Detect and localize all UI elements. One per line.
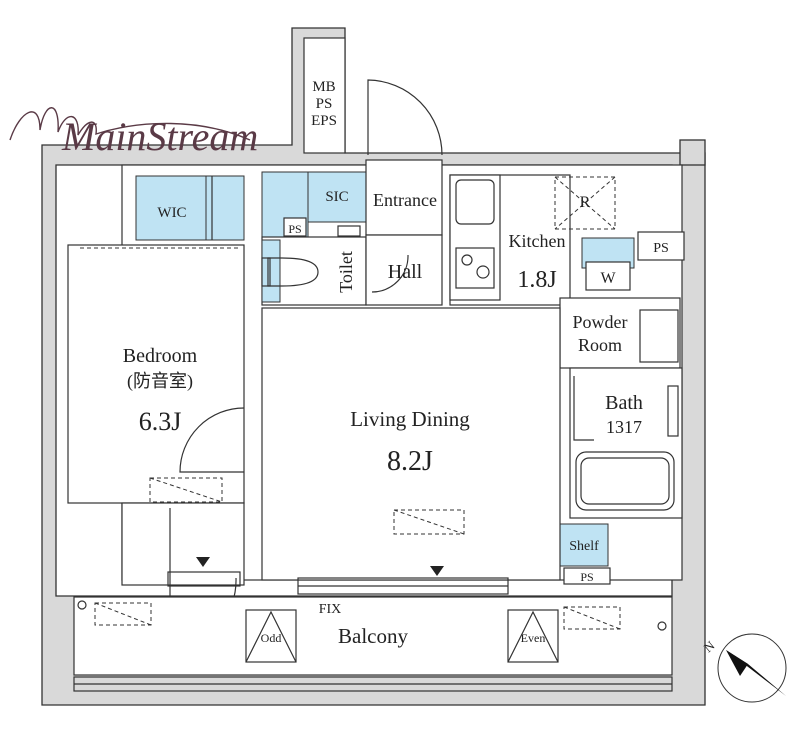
bedroom-closet-strip: [121, 502, 245, 586]
entrance-label: Entrance: [373, 190, 437, 210]
upper-right-wall: [679, 139, 706, 166]
logo-swash: [9, 107, 251, 141]
shelf-label: Shelf: [569, 539, 599, 554]
toilet-label: Toilet: [336, 251, 356, 293]
powder-sink: [639, 309, 679, 363]
bedroom: [67, 244, 245, 504]
bedroom-door: [179, 407, 245, 473]
bath-label: Bath: [605, 392, 643, 414]
wic-room: [135, 175, 207, 241]
toilet-ps-label: PS: [288, 222, 301, 236]
toilet-small-box: [337, 225, 361, 237]
hall-door: [371, 254, 409, 293]
living-ac-unit: [393, 509, 465, 535]
balcony-label: Balcony: [338, 624, 408, 648]
bedroom-label: Bedroom: [123, 345, 198, 367]
toilet-ps-box: [283, 217, 307, 237]
entrance-door: [367, 79, 443, 156]
balcony-ac-right: [563, 606, 621, 630]
balcony-ac-left: [94, 602, 152, 626]
mb-shaft: [303, 37, 346, 154]
living-size: 8.2J: [387, 446, 433, 477]
fix-label: FIX: [319, 602, 342, 617]
mb-label: MB: [312, 79, 335, 95]
living-label: Living Dining: [350, 407, 470, 431]
bath-door: [573, 376, 594, 441]
powder-label-1: Powder: [573, 312, 628, 332]
hall: [365, 234, 443, 306]
bedroom-window: [167, 571, 241, 587]
bedroom-entry-arrow: [196, 557, 210, 567]
compass-arrow-icon: [717, 633, 787, 703]
kitchen-label: Kitchen: [509, 231, 566, 251]
kitchen-ps-label: PS: [653, 241, 669, 256]
wic-label: WIC: [157, 205, 186, 221]
bedroom-size: 6.3J: [139, 407, 182, 436]
even-hatch: [507, 609, 559, 663]
eps-label: EPS: [311, 113, 337, 129]
kitchen-counter: [449, 174, 501, 301]
bedroom-ac-unit: [149, 477, 223, 503]
entrance: [365, 159, 443, 236]
even-label: Even: [521, 631, 546, 645]
odd-label: Odd: [261, 631, 282, 645]
bath-size: 1317: [606, 417, 642, 437]
refrigerator: [554, 176, 616, 230]
living-dining: [261, 307, 561, 581]
living-entry-arrow: [430, 566, 444, 576]
stove-icon: [455, 247, 495, 289]
odd-hatch: [245, 609, 297, 663]
bath-ps-box: [563, 567, 611, 585]
refrigerator-label: R: [580, 194, 591, 211]
kitchen-size: 1.8J: [517, 267, 556, 293]
bathtub: [575, 451, 675, 511]
sic-label: SIC: [325, 189, 348, 205]
powder-room: [559, 297, 681, 369]
toilet-blue-strip: [261, 239, 281, 303]
sink-icon: [455, 179, 495, 225]
logo-text: MainStream: [61, 114, 258, 159]
ps-shaft-label: PS: [316, 96, 333, 112]
bath-room: [569, 367, 683, 519]
hall-label: Hall: [388, 261, 423, 283]
bath-ps-label: PS: [580, 570, 593, 584]
washer-label: W: [600, 270, 616, 287]
toilet-bowl-icon: [267, 257, 319, 287]
bedroom-sub-label: (防音室): [127, 371, 193, 392]
washer: [585, 261, 631, 291]
powder-label-2: Room: [578, 335, 622, 355]
kitchen-ps-box: [637, 231, 685, 261]
